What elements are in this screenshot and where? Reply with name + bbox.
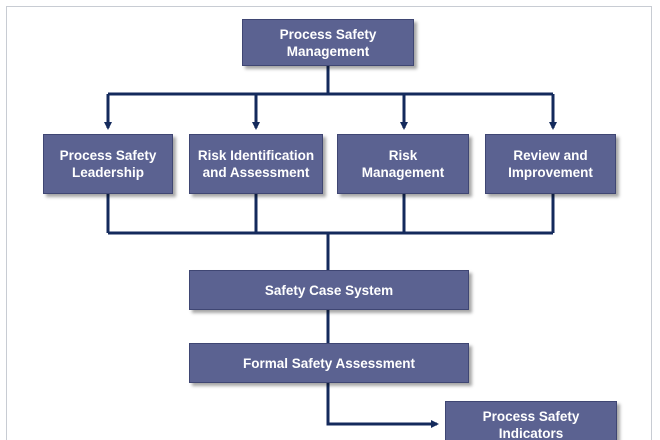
safety-case-system-label: Safety Case System — [264, 282, 394, 298]
risk-management-label: Risk Management — [361, 148, 445, 180]
process-safety-leadership-label: Process Safety Leadership — [59, 148, 157, 180]
risk-identification-box: Risk Identification and Assessment — [189, 134, 323, 194]
process-safety-indicators-label: Process Safety Indicators — [482, 409, 580, 440]
formal-safety-assessment-box: Formal Safety Assessment — [189, 343, 469, 383]
process-safety-management-label: Process Safety Management — [279, 26, 377, 59]
arrow-fsa-to-indicators — [326, 383, 439, 428]
review-improvement-label: Review and Improvement — [508, 148, 593, 180]
formal-safety-assessment-label: Formal Safety Assessment — [242, 355, 416, 371]
risk-identification-label: Risk Identification and Assessment — [197, 148, 315, 180]
process-safety-management-box: Process Safety Management — [242, 19, 414, 66]
figure-frame — [6, 6, 652, 440]
process-safety-indicators-box: Process Safety Indicators — [445, 401, 617, 440]
safety-case-system-box: Safety Case System — [189, 270, 469, 310]
risk-management-box: Risk Management — [337, 134, 469, 194]
review-improvement-box: Review and Improvement — [485, 134, 616, 194]
process-safety-leadership-box: Process Safety Leadership — [43, 134, 173, 194]
